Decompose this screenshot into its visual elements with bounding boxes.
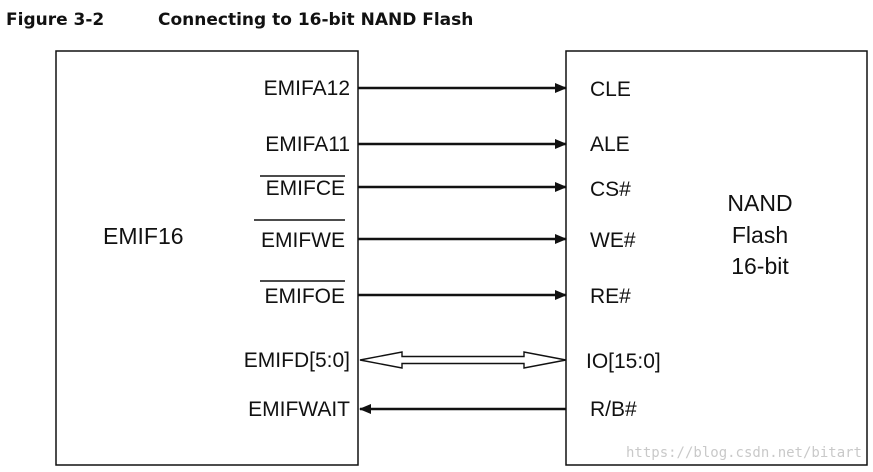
figure-number: Figure 3-2 [6,10,104,30]
signal-wait: EMIFWAIT R/B# [248,398,637,421]
source-label-emifwe: EMIFWE [261,229,345,252]
nand-flash-block [565,50,868,466]
source-label-emifa12: EMIFA12 [264,77,350,100]
figure-title: Connecting to 16-bit NAND Flash [158,10,473,30]
signal-ce: EMIFCE CS# [260,175,631,201]
signal-a12: EMIFA12 CLE [264,77,631,101]
target-label-rb: R/B# [590,398,637,421]
target-label-io: IO[15:0] [586,350,661,373]
signal-oe: EMIFOE RE# [260,280,631,308]
source-label-emifce: EMIFCE [266,177,345,200]
target-label-re: RE# [590,285,631,308]
signal-a11: EMIFA11 ALE [265,133,630,156]
nand-label-line-1: NAND [727,190,792,216]
emif16-label: EMIF16 [103,223,184,249]
source-label-emifa11: EMIFA11 [265,133,350,156]
source-label-emifoe: EMIFOE [264,285,345,308]
target-label-cs: CS# [590,178,631,201]
target-label-we: WE# [590,229,636,252]
source-label-emifd: EMIFD[5:0] [244,349,350,372]
nand-label-line-3: 16-bit [731,253,789,279]
emif16-block [55,50,359,466]
signal-we: EMIFWE WE# [254,219,636,252]
target-label-ale: ALE [590,133,630,156]
nand-label-line-2: Flash [732,222,788,248]
watermark-url: https://blog.csdn.net/bitart [626,445,862,461]
source-label-emifwait: EMIFWAIT [248,398,350,421]
signal-data: EMIFD[5:0] IO[15:0] [244,349,661,373]
bidirectional-bus-arrow [359,351,567,369]
target-label-cle: CLE [590,78,631,101]
